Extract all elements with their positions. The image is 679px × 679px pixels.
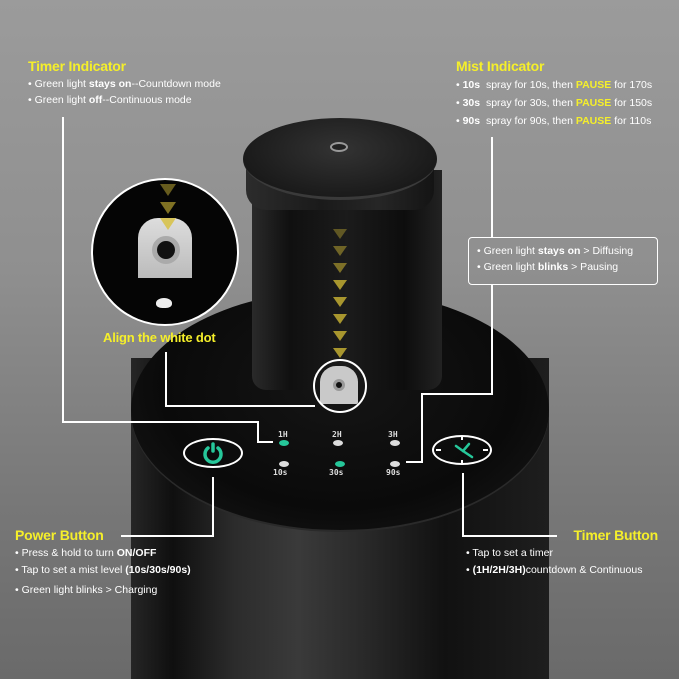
led-90s <box>390 461 400 467</box>
connector-line <box>491 285 493 395</box>
connector-line <box>62 117 64 422</box>
mist-status-box: Green light stays on > Diffusing Green l… <box>468 237 658 285</box>
connector-line <box>421 393 423 463</box>
mist-indicator-item: 90s spray for 90s, then PAUSE for 110s <box>456 112 652 130</box>
timer-button[interactable] <box>432 435 492 465</box>
led-label-3h: 3H <box>388 430 398 439</box>
connector-line <box>491 137 493 237</box>
arrow-down-icon <box>160 218 176 230</box>
power-button-item: Tap to set a mist level (10s/30s/90s) <box>15 562 190 579</box>
mist-indicator-callout: Mist Indicator 10s spray for 10s, then P… <box>456 58 652 130</box>
mist-status-item: Green light blinks > Pausing <box>477 259 649 275</box>
timer-indicator-item: Green light off--Continuous mode <box>28 92 221 108</box>
led-label-10s: 10s <box>273 468 288 477</box>
led-30s <box>335 461 345 467</box>
led-10s <box>279 461 289 467</box>
power-button-callout: Power Button Press & hold to turn ON/OFF… <box>15 527 191 599</box>
led-2h <box>333 440 343 446</box>
connector-line <box>422 393 493 395</box>
led-3h <box>390 440 400 446</box>
power-icon <box>203 442 223 464</box>
tank-cap <box>243 118 437 200</box>
alignment-zoom-inset <box>91 178 239 326</box>
mist-indicator-item: 30s spray for 30s, then PAUSE for 150s <box>456 94 653 112</box>
align-white-dot-label: Align the white dot <box>103 330 216 345</box>
connector-line <box>257 421 259 443</box>
arrow-down-icon <box>333 263 347 273</box>
mist-indicator-item: 10s spray for 10s, then PAUSE for 170s <box>456 76 653 94</box>
arrow-down-icon <box>333 229 347 239</box>
mist-indicator-title: Mist Indicator <box>456 58 545 74</box>
connector-line <box>462 535 557 537</box>
white-dot <box>156 298 172 308</box>
arrow-down-icon <box>160 184 176 196</box>
arrow-down-icon <box>160 202 176 214</box>
timer-button-callout: Timer Button Tap to set a timer (1H/2H/3… <box>466 527 666 579</box>
timer-button-item: Tap to set a timer <box>466 545 666 562</box>
arrow-down-icon <box>333 280 347 290</box>
alignment-highlight-ring <box>313 359 367 413</box>
arrow-down-icon <box>333 348 347 358</box>
timer-indicator-title: Timer Indicator <box>28 58 126 74</box>
connector-line <box>121 535 214 537</box>
timer-button-title: Timer Button <box>573 527 659 543</box>
power-button-title: Power Button <box>15 527 104 543</box>
arrow-down-icon <box>333 246 347 256</box>
connector-line <box>406 461 423 463</box>
connector-line <box>165 405 315 407</box>
led-label-30s: 30s <box>329 468 344 477</box>
power-button[interactable] <box>183 438 243 468</box>
connector-line <box>257 441 273 443</box>
connector-line <box>212 477 214 537</box>
mist-outlet <box>330 142 348 152</box>
led-label-2h: 2H <box>332 430 342 439</box>
power-button-item: Green light blinks > Charging <box>15 582 191 599</box>
clock-icon <box>436 436 488 464</box>
arrow-down-icon <box>333 297 347 307</box>
connector-line <box>62 421 258 423</box>
mist-status-item: Green light stays on > Diffusing <box>477 243 649 259</box>
timer-indicator-callout: Timer Indicator Green light stays on--Co… <box>28 58 221 108</box>
connector-line <box>462 473 464 537</box>
arrow-down-icon <box>333 314 347 324</box>
power-button-item: Press & hold to turn ON/OFF <box>15 545 191 562</box>
led-1h <box>279 440 289 446</box>
connector-line <box>165 352 167 407</box>
zoomed-tab-hole <box>152 236 180 264</box>
led-label-90s: 90s <box>386 468 401 477</box>
timer-indicator-item: Green light stays on--Countdown mode <box>28 76 221 92</box>
led-label-1h: 1H <box>278 430 288 439</box>
timer-button-item: (1H/2H/3H)countdown & Continuous <box>466 562 666 579</box>
arrow-down-icon <box>333 331 347 341</box>
